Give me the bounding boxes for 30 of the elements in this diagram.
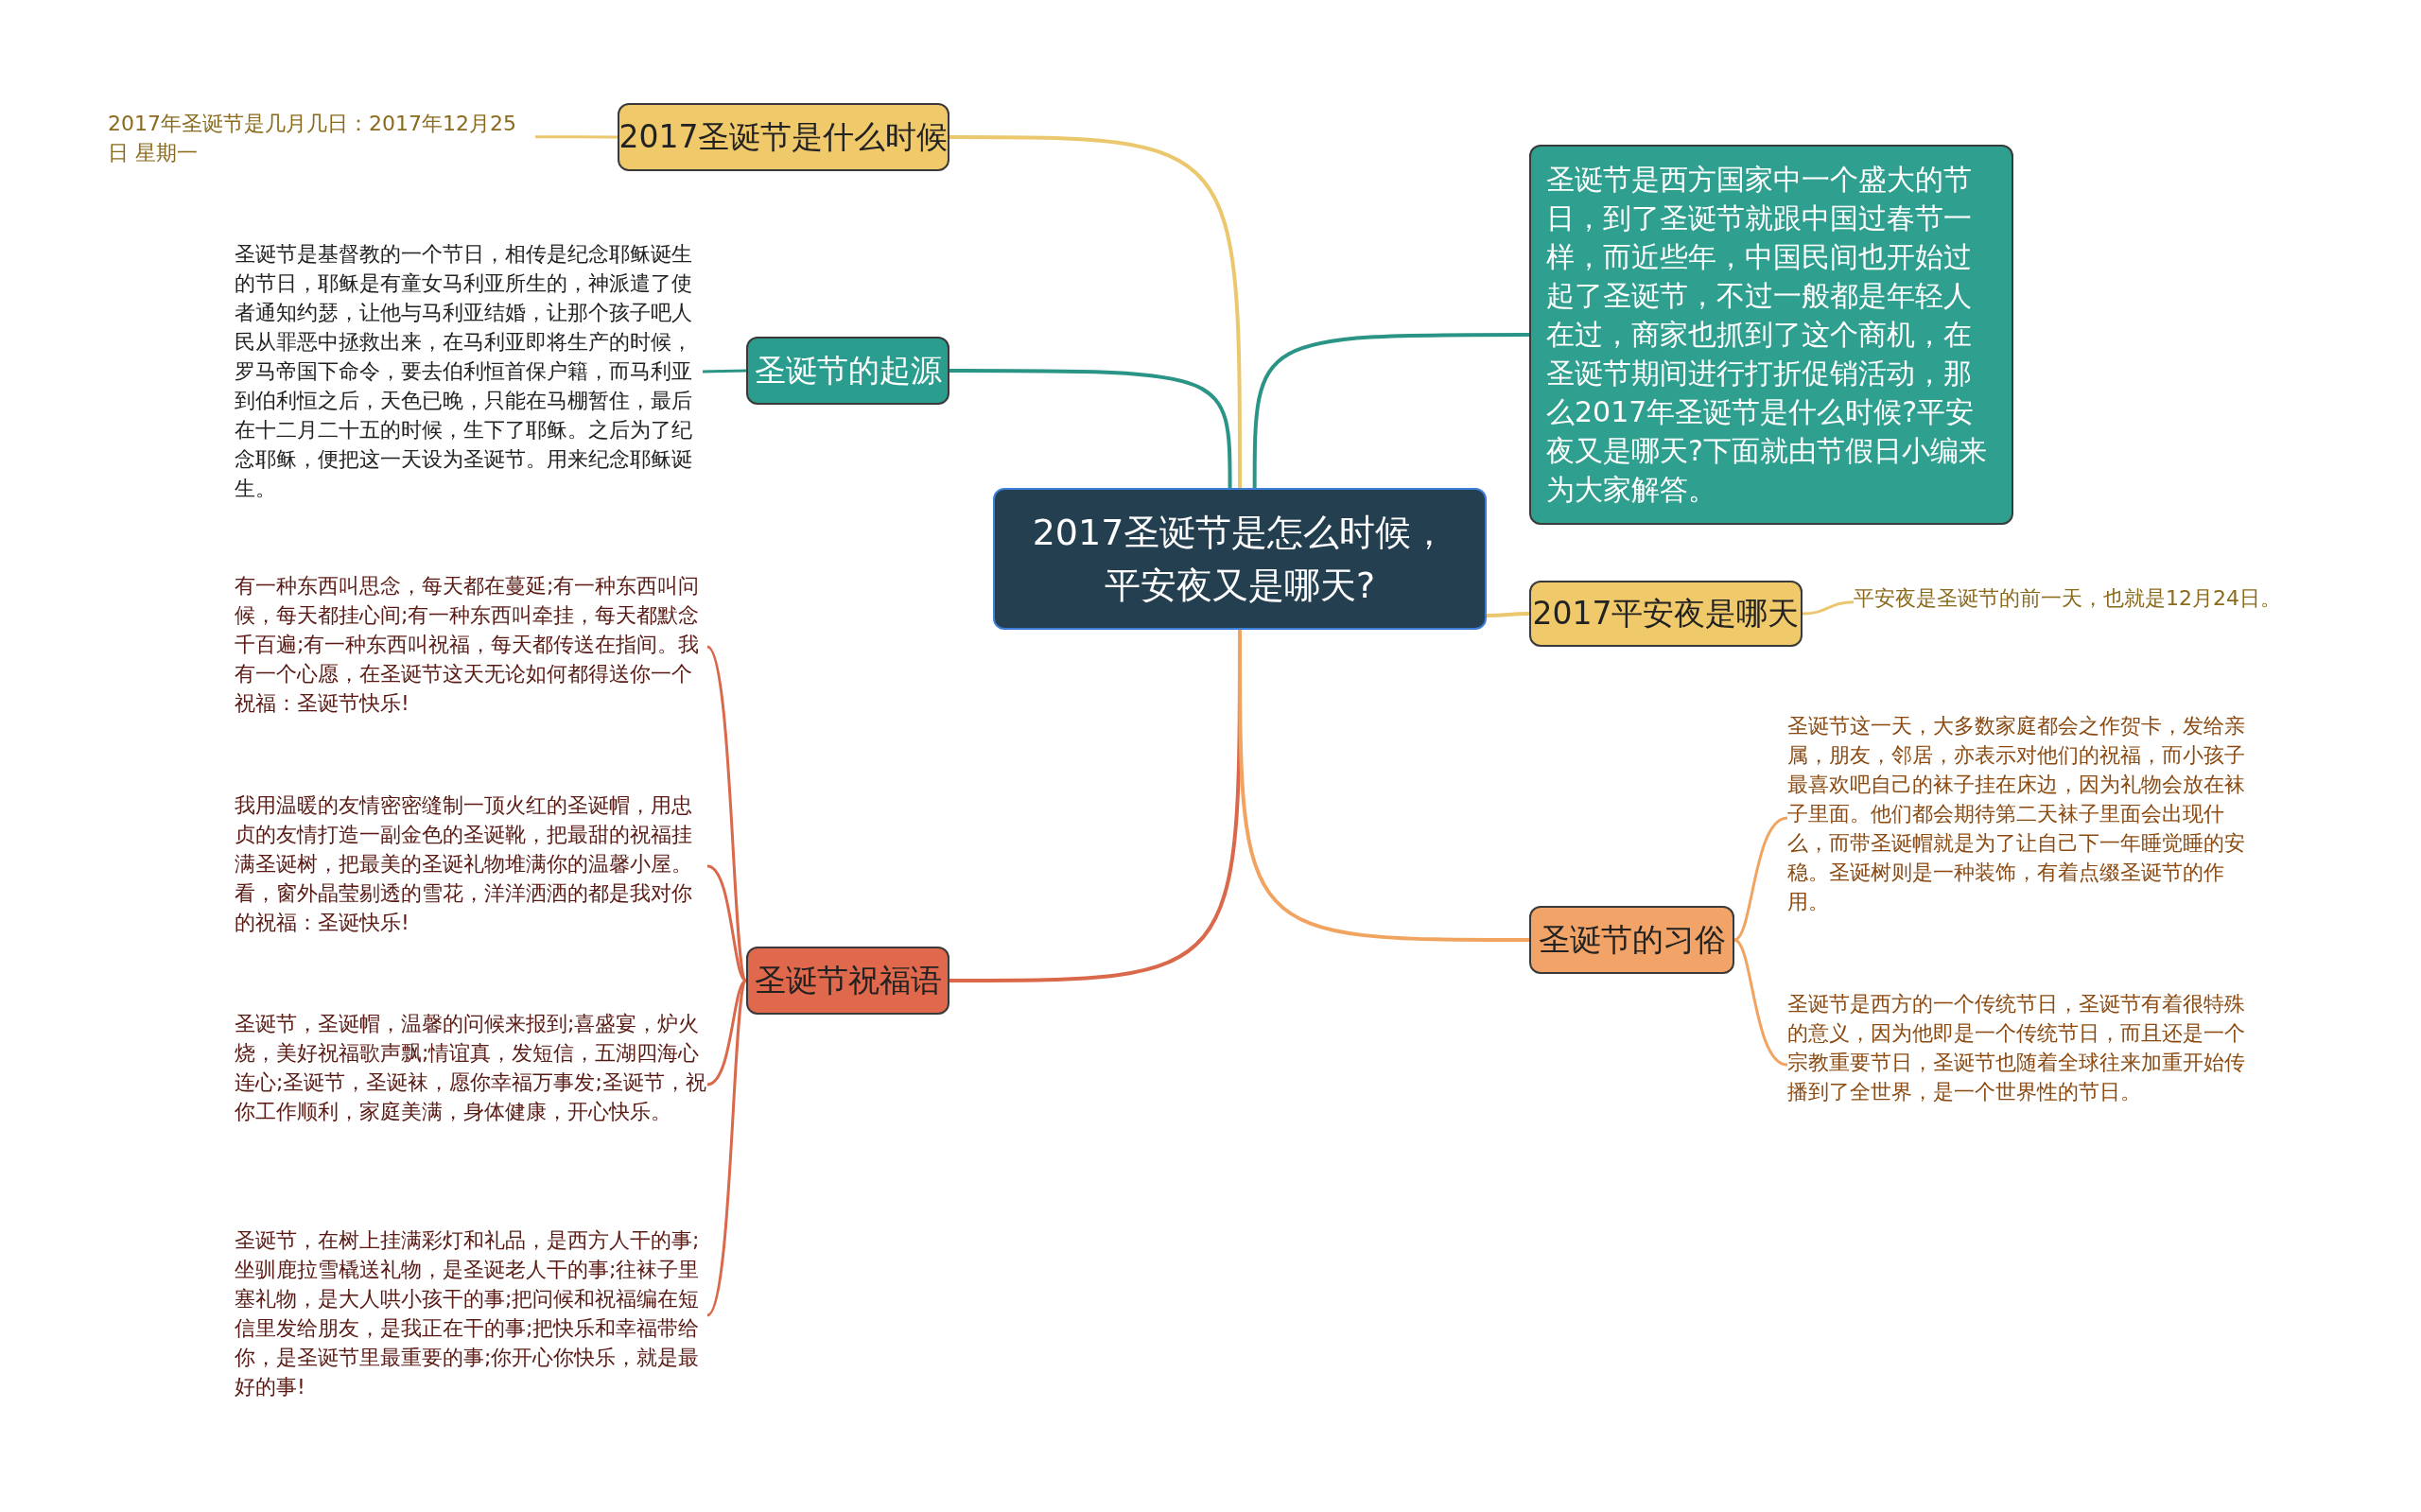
leaf-text: 圣诞节这一天，大多数家庭都会之作贺卡，发给亲属，朋友，邻居，亦表示对他们的祝福，而小孩子最喜欢吧自己的袜子挂在床边，因为礼物会放在袜子里面。他们都会期待第二天袜子里面会出现什么，而带圣诞帽就是为了让自己下一年睡觉睡的安稳。圣诞树则是一种装饰，有着点缀圣诞节的作用。 <box>1787 711 2256 925</box>
leaf-text: 圣诞节，圣诞帽，温馨的问候来报到;喜盛宴，炉火烧，美好祝福歌声飘;情谊真，发短信，五湖四海心连心;圣诞节，圣诞袜，愿你幸福万事发;圣诞节，祝你工作顺利，家庭美满，身体健康，开心快乐。 <box>235 1009 707 1160</box>
connector <box>706 979 747 1086</box>
topic-box: 圣诞节祝福语 <box>746 947 949 1015</box>
connector <box>949 369 1232 488</box>
leaf-text: 圣诞节，在树上挂满彩灯和礼品，是西方人干的事;坐驯鹿拉雪橇送礼物，是圣诞老人干的事;往袜子里塞礼物，是大人哄小孩干的事;把问候和祝福编在短信里发给朋友，是我正在干的事;把快乐和幸福带给你，是圣诞节里最重要的事;你开心你快乐，就是最好的事! <box>235 1225 707 1405</box>
leaf-text: 圣诞节是西方的一个传统节日，圣诞节有着很特殊的意义，因为他即是一个传统节日，而且还是一个宗教重要节日，圣诞节也随着全球往来加重开始传播到了全世界，是一个世界性的节日。 <box>1787 989 2256 1140</box>
connector <box>1733 938 1788 1067</box>
leaf-text: 有一种东西叫思念，每天都在蔓延;有一种东西叫问候，每天都挂心间;有一种东西叫牵挂，每天都默念千百遍;有一种东西叫祝福，每天都传送在指间。我有一个心愿，在圣诞节这天无论如何都得送你一个祝福：圣诞节快乐! <box>235 571 707 722</box>
central-topic-box: 2017圣诞节是怎么时候，平安夜又是哪天? <box>993 488 1487 630</box>
topic-box: 2017平安夜是哪天 <box>1529 581 1803 647</box>
leaf-text: 2017年圣诞节是几月几日：2017年12月25日 星期一 <box>108 109 535 171</box>
connector <box>1238 630 1529 942</box>
connector <box>1252 333 1529 488</box>
connector <box>703 369 746 374</box>
leaf-text: 圣诞节是基督教的一个节日，相传是纪念耶稣诞生的节日，耶稣是有童女马利亚所生的，神派遣了使者通知约瑟，让他与马利亚结婚，让那个孩子吧人民从罪恶中拯救出来，在马利亚即将生产的时候，罗马帝国下命令，要去伯利恒首保户籍，而马利亚到伯利恒之后，天色已晚，只能在马棚暂住，最后在十二月二十五的时候，生下了耶稣。之后为了纪念耶稣，便把这一天设为圣诞节。用来纪念耶稣诞生。 <box>235 239 703 504</box>
connector <box>705 980 748 1316</box>
connector <box>1733 816 1788 942</box>
leaf-text: 我用温暖的友情密密缝制一顶火红的圣诞帽，用忠贞的友情打造一副金色的圣诞靴，把最甜的祝福挂满圣诞树，把最美的圣诞礼物堆满你的温馨小屋。看，窗外晶莹剔透的雪花，洋洋洒洒的都是我对你的祝福：圣诞快乐! <box>235 791 707 942</box>
topic-box: 圣诞节的习俗 <box>1529 906 1734 974</box>
connector <box>1487 612 1529 617</box>
connector <box>535 135 618 139</box>
leaf-text: 平安夜是圣诞节的前一天，也就是12月24日。 <box>1854 583 2306 646</box>
connector <box>705 646 748 982</box>
topic-box: 圣诞节的起源 <box>746 337 949 405</box>
connector <box>949 135 1242 488</box>
topic-box: 2017圣诞节是什么时候 <box>618 103 949 171</box>
connector <box>1802 600 1855 616</box>
description-box: 圣诞节是西方国家中一个盛大的节日，到了圣诞节就跟中国过春节一样，而近些年，中国民间也开始过起了圣诞节，不过一般都是年轻人在过，商家也抓到了这个商机，在圣诞节期间进行打折促销活动，那么2017年圣诞节是什么时候?平安夜又是哪天?下面就由节假日小编来为大家解答。 <box>1529 145 2013 525</box>
connector <box>706 864 747 982</box>
